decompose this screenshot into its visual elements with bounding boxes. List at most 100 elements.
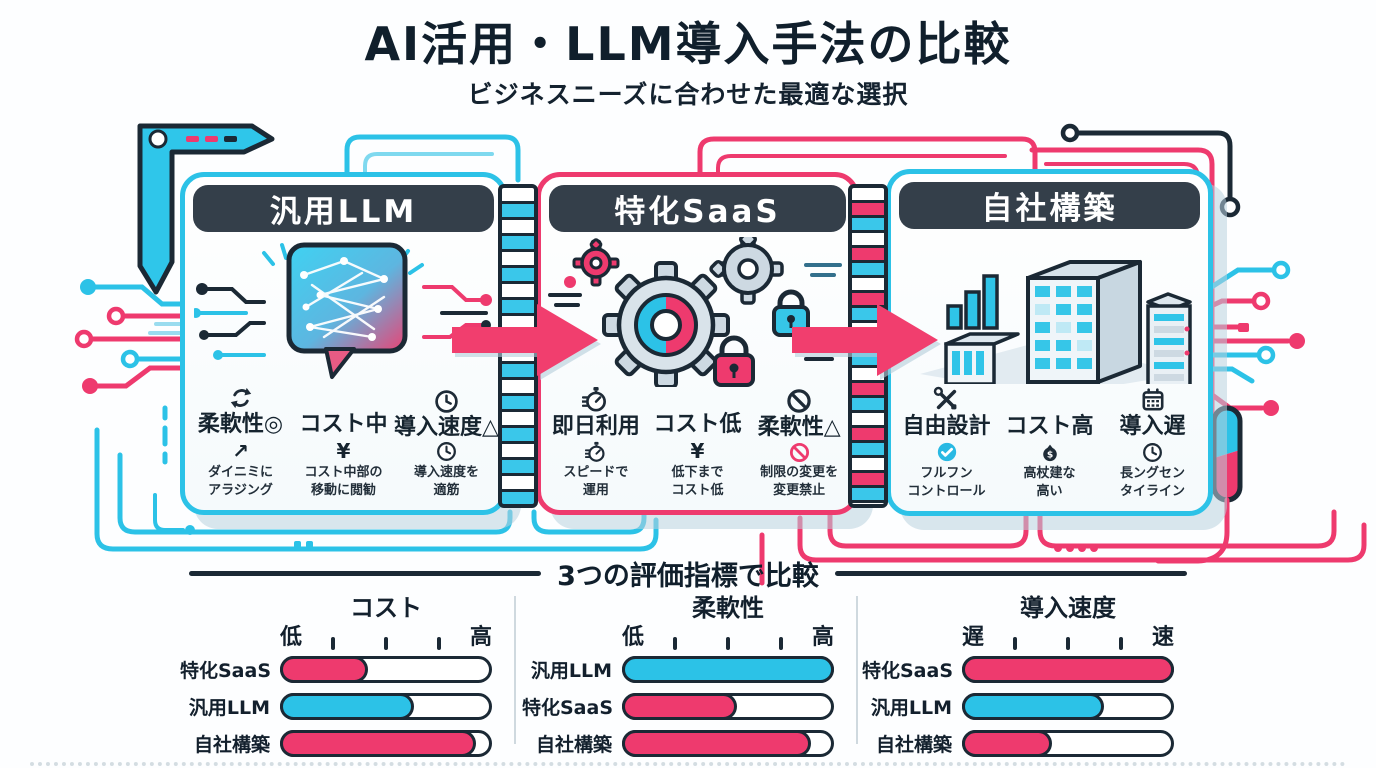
row-label: 特化SaaS [522, 697, 614, 719]
card-title: 自社構築 [981, 191, 1118, 227]
chart-row: 汎用LLM [862, 688, 1178, 725]
card-header: 自社構築 [899, 182, 1200, 229]
yen-icon: ¥ [336, 438, 351, 463]
bar-track [280, 730, 492, 757]
prohibition-icon [789, 442, 810, 463]
attribute-flexibility: 柔軟性◎ ↗ ダイニミにアラジング [189, 388, 292, 504]
attribute-label: コスト高 [1005, 414, 1094, 440]
axis-tick [437, 637, 441, 650]
bar-track [622, 656, 834, 683]
bar-track [280, 693, 492, 720]
card-in-house-build: 自社構築 [886, 169, 1213, 516]
attribute-label: コスト低 [653, 412, 742, 438]
bar-fill [280, 730, 476, 757]
chart-row: 自社構築 [522, 725, 838, 762]
clock-icon [434, 389, 459, 414]
attribute-desc: 長ングセンタイライン [1119, 465, 1185, 499]
chart-scale: 低 高 [280, 623, 492, 651]
calendar-icon [1140, 386, 1166, 413]
chat-network-illustration [185, 237, 502, 387]
bar-fill [962, 656, 1174, 683]
attribute-label: コスト中 [299, 412, 388, 438]
clock-icon [436, 441, 457, 462]
chart-flexibility: 柔軟性 低 高 汎用LLM 特化SaaS 自社構築 [522, 588, 838, 762]
card-title: 汎用LLM [269, 194, 418, 230]
attribute-cost: コスト中 ¥ コスト中部の移動に閲勧 [292, 389, 395, 504]
scale-min-label: 低 [622, 625, 645, 650]
attribute-label: 自由設計 [902, 414, 991, 440]
attribute-label: 即日利用 [551, 414, 640, 440]
attribute-label: 導入遅 [1119, 414, 1186, 440]
axis-tick [331, 637, 335, 650]
bottom-dotted-rule [30, 762, 1346, 766]
bottom-bracket-lines [94, 427, 1367, 586]
chart-divider [514, 596, 516, 744]
corner-bracket-icon [137, 123, 275, 295]
bar-track [622, 730, 834, 757]
bar-fill [280, 656, 369, 683]
row-label: 汎用LLM [188, 697, 270, 719]
chart-title: 柔軟性 [692, 594, 764, 622]
bar-track [962, 656, 1174, 683]
axis-tick [384, 637, 388, 650]
row-label: 自社構築 [875, 734, 952, 756]
heading-text: 3つの評価指標で比較 [557, 561, 819, 592]
card-attributes: 柔軟性◎ ↗ ダイニミにアラジング コスト中 ¥ コスト中部の移動に閲勧 導入速… [189, 388, 499, 504]
attribute-speed: 導入速度△ 導入速度を適筋 [394, 389, 499, 504]
stopwatch-icon [584, 441, 607, 463]
chart-row: 特化SaaS [180, 651, 496, 688]
attribute-desc: ダイニミにアラジング [207, 464, 273, 498]
chart-row: 汎用LLM [180, 688, 496, 725]
attribute-same-day: 即日利用 スピードで運用 [545, 387, 647, 504]
chart-title: コスト [350, 594, 422, 622]
row-label: 特化SaaS [180, 660, 272, 682]
row-label: 特化SaaS [862, 660, 954, 682]
clock-icon [1142, 440, 1163, 463]
bar-track [280, 656, 492, 683]
bar-fill [622, 693, 738, 720]
bar-fill [962, 693, 1104, 720]
chart-cost: コスト 低 高 特化SaaS 汎用LLM 自社構築 [180, 588, 496, 762]
chart-row: 汎用LLM [522, 651, 838, 688]
attribute-label: 柔軟性△ [757, 415, 841, 441]
chart-divider [856, 596, 858, 744]
attribute-desc: フルフンコントロール [907, 465, 986, 499]
axis-tick [673, 637, 677, 650]
axis-tick [779, 637, 783, 650]
chart-row: 自社構築 [180, 725, 496, 762]
attribute-desc: 導入速度を適筋 [413, 464, 479, 498]
card-header: 汎用LLM [193, 185, 494, 232]
attribute-cost: コスト低 ¥ 低下までコスト低 [647, 389, 749, 504]
attribute-desc: 高杖建な高い [1023, 465, 1076, 499]
cycle-icon [228, 385, 254, 411]
attribute-cost: コスト高 $ 高杖建な高い [998, 386, 1101, 505]
bar-fill [622, 656, 834, 683]
scale-max-label: 高 [811, 625, 834, 650]
attribute-label: 柔軟性◎ [197, 412, 284, 438]
prohibition-icon [786, 388, 812, 414]
bar-track [962, 730, 1174, 757]
card-attributes: 自由設計 フルフンコントロール コスト高 $ 高杖建な高い [895, 386, 1204, 505]
axis-tick [726, 637, 730, 650]
card-general-llm: 汎用LLM [180, 172, 507, 515]
bar-fill [622, 730, 812, 757]
scale-max-label: 高 [469, 625, 492, 650]
chart-scale: 遅 速 [962, 623, 1174, 651]
chart-row: 特化SaaS [862, 651, 1178, 688]
yen-icon: ¥ [690, 438, 705, 463]
axis-tick [1119, 637, 1123, 650]
row-label: 自社構築 [535, 734, 612, 756]
attribute-desc: スピードで運用 [563, 464, 629, 498]
scale-max-label: 速 [1151, 625, 1174, 650]
page-subtitle: ビジネスニーズに合わせた最適な選択 [467, 79, 909, 109]
attribute-desc: コスト中部の移動に閲勧 [304, 464, 383, 498]
scale-min-label: 低 [280, 625, 303, 650]
row-label: 汎用LLM [870, 697, 952, 719]
svg-text:$: $ [1046, 450, 1052, 461]
row-label: 汎用LLM [530, 660, 612, 682]
heading-rule [189, 571, 542, 576]
comparison-heading: 3つの評価指標で比較 [0, 554, 1376, 593]
heading-rule [834, 571, 1187, 576]
